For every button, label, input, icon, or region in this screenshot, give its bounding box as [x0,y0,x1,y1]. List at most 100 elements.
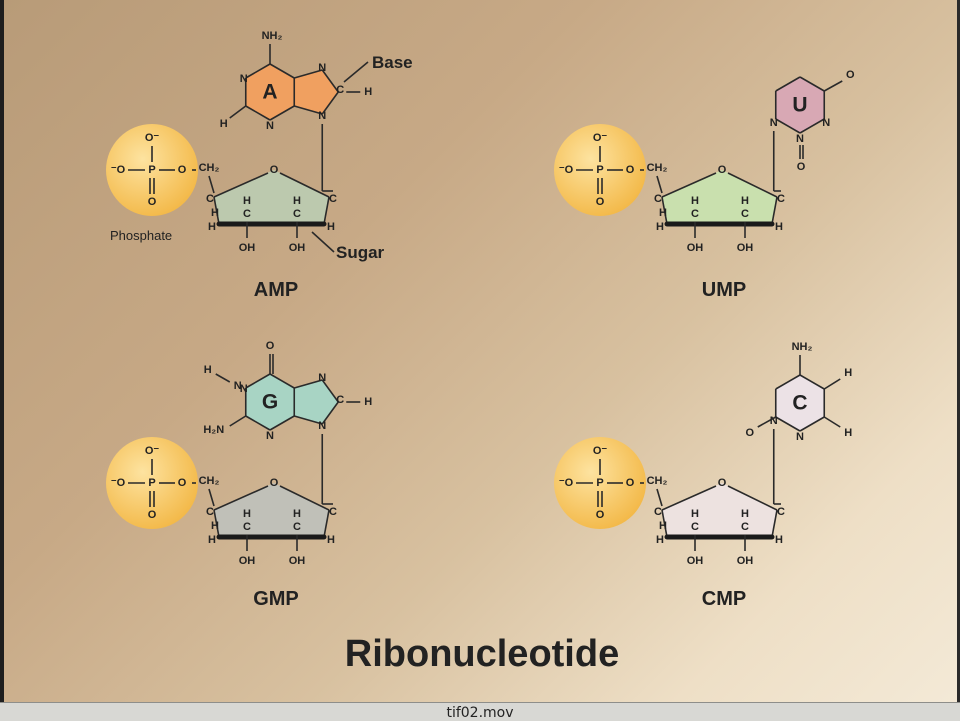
atom-label: C [654,506,662,518]
atom-label: O [797,161,806,173]
bond-line [294,69,323,79]
atom-label: OH [239,555,256,567]
atom-label: P [148,477,155,489]
atom-label: C [206,193,214,205]
atom-label: H [211,207,219,219]
atom-label: H [243,195,251,207]
atom-label: N [240,383,248,395]
sugar-callout-label: Sugar [336,243,385,262]
atom-label: ⁻O [559,477,574,489]
atom-label: C [336,84,344,96]
bond-line [775,416,801,432]
phosphate-circle [106,437,198,529]
atom-label: P [148,164,155,176]
atom-label: C [336,394,344,406]
atom-label: OH [289,242,306,254]
atom-label: O [148,509,157,521]
atom-label: O [718,164,727,176]
bond-line [775,118,801,134]
atom-label: CH₂ [647,162,668,174]
base-ring [294,380,339,424]
atom-label: CH₂ [647,475,668,487]
bond-line [269,415,295,431]
bond-line [823,416,841,428]
atom-label: O [626,477,635,489]
atom-label: C [691,521,699,533]
nucleotide-name: AMP [254,279,298,301]
atom-label: H [741,508,749,520]
atom-label: O [846,69,855,81]
atom-label: N [318,62,326,74]
base-ring [775,375,825,431]
bond-line [323,196,330,225]
atom-label: H [844,427,852,439]
atom-label: H [211,520,219,532]
base-callout-label: Base [372,53,413,72]
bond-line [279,485,330,511]
bond-line [213,485,269,511]
bond-line [823,378,841,390]
atom-label: P [596,477,603,489]
atom-label: N [318,372,326,384]
atom-label: P [596,164,603,176]
atom-label: OH [239,242,256,254]
atom-label: H [659,520,667,532]
base-callout-line [343,61,369,83]
atom-label: C [293,208,301,220]
bond-line [208,488,215,507]
bond-line [799,416,825,432]
atom-label: O⁻ [145,445,160,457]
atom-label: H [844,367,852,379]
atom-label: H [208,221,216,233]
bond-line [269,373,295,389]
sugar-ring [662,483,777,537]
atom-label: O [148,196,157,208]
bond-line [757,416,777,428]
base-ring [245,64,295,120]
atom-label: C [243,208,251,220]
atom-label: N [318,110,326,122]
atom-label: C [777,193,785,205]
atom-label: N [796,431,804,443]
atom-label: OH [737,555,754,567]
bond-line [799,76,825,92]
atom-label: O⁻ [593,445,608,457]
atom-label: H [364,396,372,408]
bond-line [229,105,247,119]
phosphate-callout-label: Phosphate [110,228,172,243]
bond-line [661,196,668,225]
bond-line [213,509,220,538]
atom-label: ⁻O [111,164,126,176]
bond-line [661,172,717,198]
atom-label: H [327,221,335,233]
atom-label: C [741,208,749,220]
atom-label: H [204,364,212,376]
atom-label: H [293,195,301,207]
atom-label: O⁻ [145,132,160,144]
bond-line [294,415,323,425]
atom-label: N [240,73,248,85]
atom-label: H [741,195,749,207]
bond-line [321,69,339,93]
atom-label: H [775,534,783,546]
atom-label: C [329,506,337,518]
nucleotide-name: UMP [702,279,746,301]
atom-label: NH₂ [262,30,283,42]
atom-label: N [822,117,830,129]
base-letter: A [262,81,277,104]
bond-line [245,63,271,79]
base-letter: G [262,391,278,414]
bond-line [229,415,247,427]
atom-label: OH [289,555,306,567]
atom-label: H [364,86,372,98]
bond-line [799,118,825,134]
atom-label: C [691,208,699,220]
bond-line [656,175,663,194]
bond-line [269,105,295,121]
atom-label: O [596,196,605,208]
base-ring [245,374,295,430]
